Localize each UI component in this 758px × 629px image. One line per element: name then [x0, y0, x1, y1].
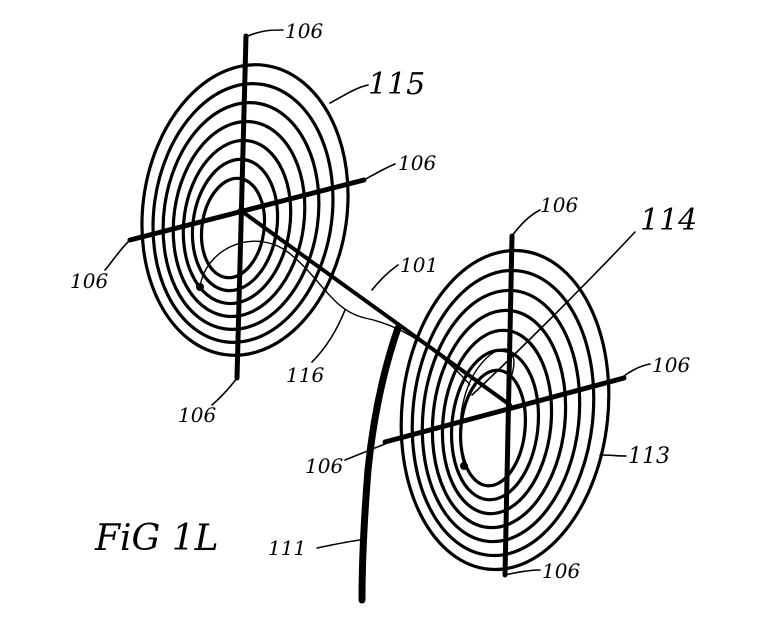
label-115: 115 — [368, 67, 425, 102]
label-106-left-115: 106 — [70, 269, 108, 293]
label-101: 101 — [400, 253, 438, 277]
lead-end-dot-top — [196, 283, 204, 291]
leader-lines — [104, 29, 651, 576]
label-113: 113 — [628, 444, 670, 469]
label-106-bottom-115: 106 — [178, 403, 216, 427]
coil-115-axes — [127, 33, 367, 381]
thin-lead-wires-116 — [196, 240, 515, 470]
label-111: 111 — [268, 536, 306, 560]
coil-113-axes — [382, 233, 627, 578]
label-106-right-113: 106 — [652, 353, 690, 377]
coil-115 — [140, 63, 350, 357]
label-106-top-115: 106 — [285, 19, 323, 43]
label-116: 116 — [286, 363, 324, 387]
label-114: 114 — [640, 203, 697, 238]
label-106-right-115: 106 — [398, 151, 436, 175]
label-106-left-113: 106 — [305, 454, 343, 478]
lead-end-dot-bottom — [460, 462, 468, 470]
coil-113 — [399, 248, 611, 572]
reference-numerals: 106 115 106 106 106 116 101 106 114 106 … — [70, 19, 697, 583]
label-106-top-113: 106 — [540, 193, 578, 217]
figure-title: FiG 1L — [94, 518, 219, 559]
label-106-bottom-113: 106 — [542, 559, 580, 583]
connector-wire-101 — [238, 208, 512, 407]
cord-111 — [358, 324, 402, 604]
